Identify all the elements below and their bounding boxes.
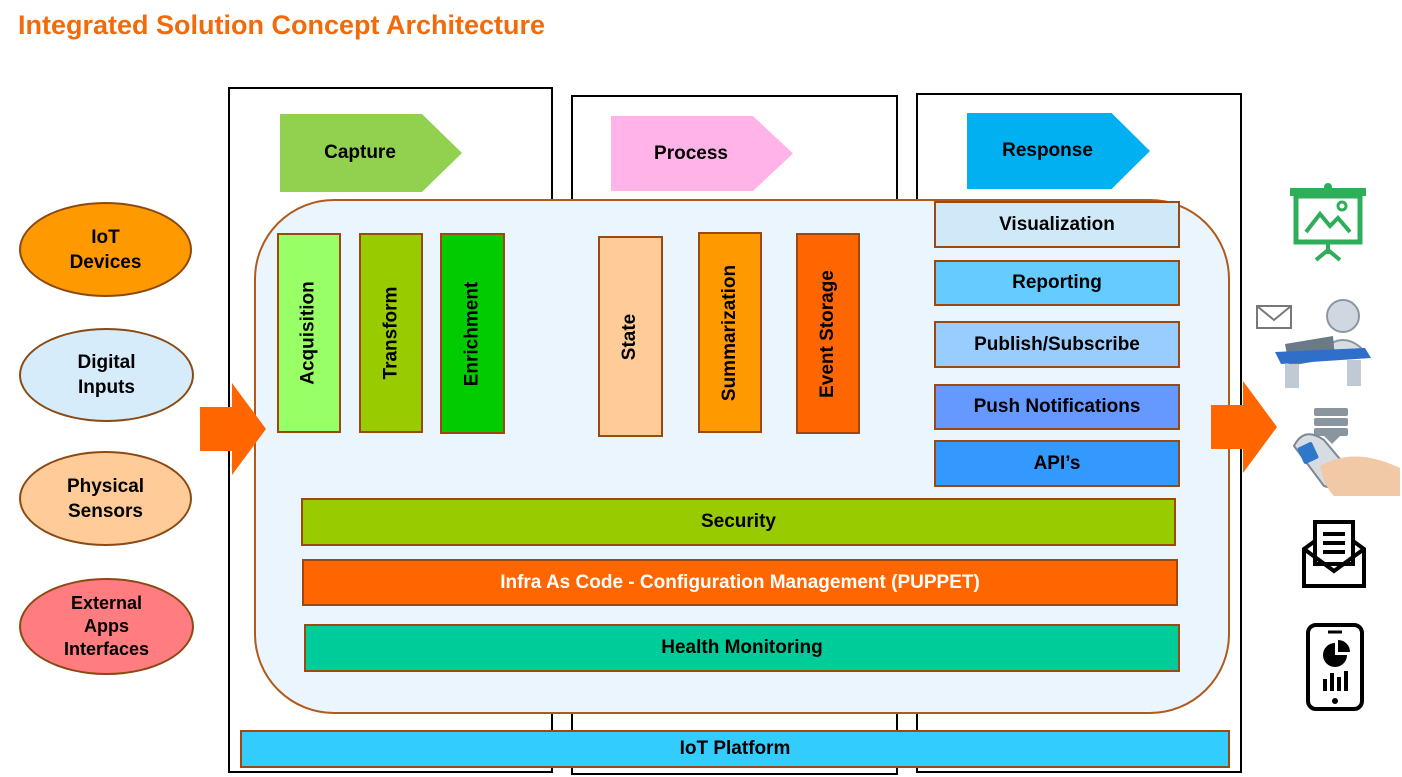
layer-health-monitoring: Health Monitoring	[304, 624, 1180, 672]
response-item-label: API’s	[1033, 452, 1081, 474]
source-label: Digital Inputs	[77, 352, 136, 398]
layer-label: Health Monitoring	[661, 637, 823, 658]
response-reporting: Reporting	[934, 260, 1180, 306]
mail-desk-computer-icon	[1256, 299, 1371, 388]
layer-label: Security	[701, 511, 776, 532]
capture-enrichment: Enrichment	[440, 233, 505, 434]
process-event-storage: Event Storage	[796, 233, 860, 434]
layer-label: Infra As Code - Configuration Management…	[500, 571, 980, 593]
capture-item-label: Transform	[380, 286, 402, 380]
response-push-notifications: Push Notifications	[934, 384, 1180, 430]
presentation-board-icon	[1290, 183, 1366, 262]
output-arrow-icon	[1211, 381, 1277, 473]
stage-response-label: Response	[1002, 140, 1093, 161]
process-state: State	[598, 236, 663, 437]
response-item-label: Publish/Subscribe	[974, 333, 1140, 355]
source-external-apps: External Apps Interfaces	[19, 578, 194, 675]
process-item-label: Summarization	[719, 264, 741, 401]
process-item-label: State	[619, 313, 641, 360]
source-label: Physical Sensors	[66, 475, 145, 522]
response-item-label: Visualization	[999, 213, 1115, 235]
source-label: External Apps Interfaces	[63, 593, 150, 659]
layer-infra-as-code: Infra As Code - Configuration Management…	[302, 559, 1178, 606]
capture-item-label: Acquisition	[298, 281, 320, 385]
page-title: Integrated Solution Concept Architecture	[18, 10, 546, 40]
response-publish-subscribe: Publish/Subscribe	[934, 321, 1180, 368]
layer-iot-platform: IoT Platform	[240, 730, 1230, 768]
stage-process: Process	[611, 116, 793, 191]
layer-label: IoT Platform	[679, 738, 791, 759]
response-apis: API’s	[934, 440, 1180, 487]
process-item-label: Event Storage	[817, 269, 839, 398]
source-digital-inputs: Digital Inputs	[19, 328, 194, 422]
mobile-dashboard-icon	[1306, 623, 1364, 711]
envelope-letter-icon	[1302, 520, 1366, 588]
capture-acquisition: Acquisition	[277, 233, 341, 433]
input-arrow-icon	[200, 383, 266, 475]
source-physical-sensors: Physical Sensors	[19, 451, 192, 546]
process-summarization: Summarization	[698, 232, 762, 433]
response-visualization: Visualization	[934, 201, 1180, 248]
layer-security: Security	[301, 498, 1176, 546]
stage-process-label: Process	[654, 142, 728, 164]
mobile-phone-hand-icon	[1292, 408, 1400, 496]
stage-capture-label: Capture	[324, 142, 396, 163]
response-item-label: Reporting	[1012, 272, 1102, 293]
response-item-label: Push Notifications	[973, 396, 1141, 417]
stage-response: Response	[967, 113, 1150, 189]
capture-transform: Transform	[359, 233, 423, 433]
source-label: IoT Devices	[69, 226, 142, 273]
source-iot-devices: IoT Devices	[19, 202, 192, 297]
stage-capture: Capture	[280, 114, 462, 192]
capture-item-label: Enrichment	[461, 281, 483, 386]
